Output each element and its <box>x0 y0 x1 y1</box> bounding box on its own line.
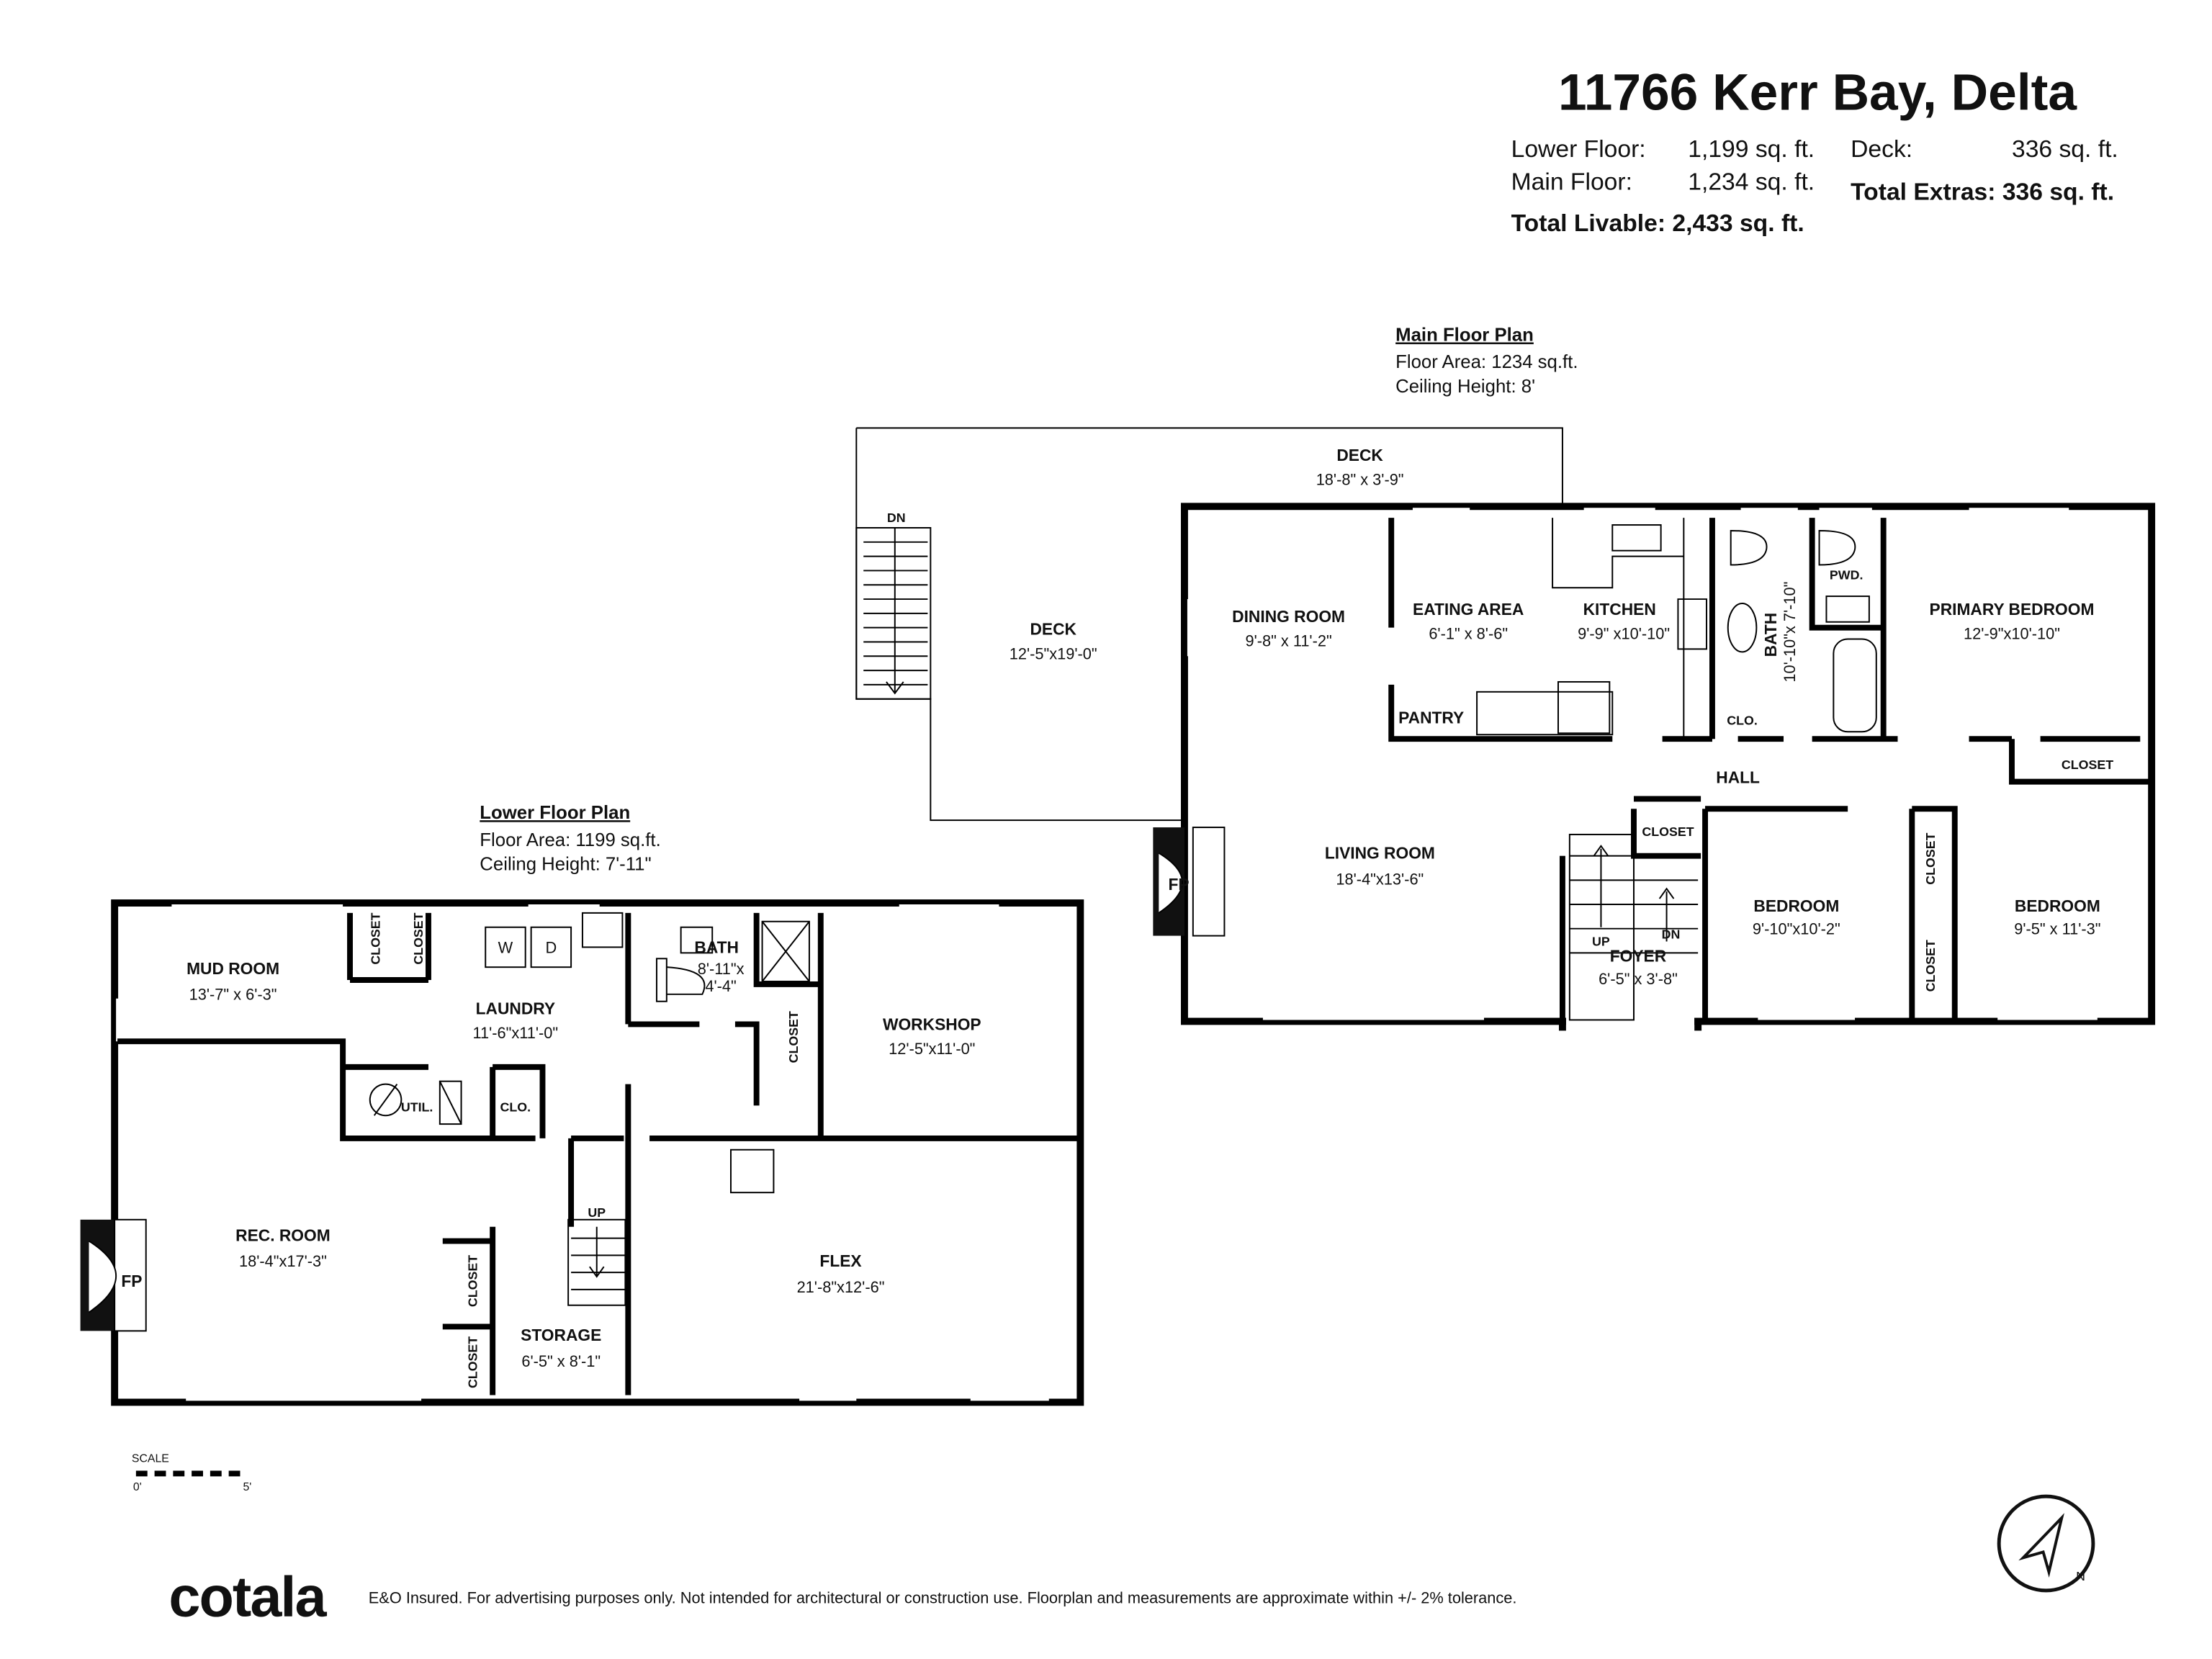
room-workshop-dims: 12'-5"x11'-0" <box>889 1040 975 1058</box>
main-exterior-wall <box>1181 503 2156 1025</box>
room-bedroom-1: BEDROOM <box>1753 896 1839 915</box>
compass-n: N <box>2076 1569 2085 1583</box>
room-foyer-dims: 6'-5" x 3'-8" <box>1599 970 1678 988</box>
room-bedroom-2-dims: 9'-5" x 11'-3" <box>2014 920 2100 938</box>
room-living: LIVING ROOM <box>1325 844 1435 863</box>
total-extras: Total Extras: 336 sq. ft. <box>1851 179 2114 205</box>
main-floor-value: 1,234 sq. ft. <box>1688 168 1815 195</box>
room-rec: REC. ROOM <box>235 1226 331 1245</box>
room-flex-dims: 21'-8"x12'-6" <box>797 1278 885 1296</box>
room-pantry: PANTRY <box>1398 708 1464 727</box>
room-deck-left-dims: 12'-5"x19'-0" <box>1010 644 1097 662</box>
room-mud: MUD ROOM <box>186 959 279 978</box>
lower-stair-up: UP <box>588 1205 606 1220</box>
stair-up-label: UP <box>1592 934 1610 948</box>
lower-floor-plan <box>80 899 1084 1406</box>
room-bedroom-2-closet: CLOSET <box>1923 940 1938 992</box>
compass-icon: N <box>1997 1494 2095 1593</box>
room-eating-dims: 6'-1" x 8'-6" <box>1429 625 1508 643</box>
room-primary-bedroom: PRIMARY BEDROOM <box>1930 600 2095 619</box>
lower-plan-ceiling: Ceiling Height: 7'-11" <box>480 854 651 874</box>
scale-end: 5' <box>243 1481 251 1493</box>
room-lower-closet-4: CLOSET <box>465 1336 480 1388</box>
deck-label: Deck: <box>1851 136 1912 163</box>
main-floor-label: Main Floor: <box>1511 168 1632 195</box>
scale-label: SCALE <box>132 1453 169 1465</box>
room-primary-bedroom-dims: 12'-9"x10'-10" <box>1964 625 2060 643</box>
washer-label: W <box>498 938 513 956</box>
total-livable: Total Livable: 2,433 sq. ft. <box>1511 210 1804 237</box>
room-rec-dims: 18'-4"x17'-3" <box>239 1252 327 1270</box>
lower-stairs <box>567 1218 626 1306</box>
lower-plan-floor-area: Floor Area: 1199 sq.ft. <box>480 830 660 850</box>
room-lower-closet-2: CLOSET <box>411 912 426 964</box>
room-deck-top-dims: 18'-8" x 3'-9" <box>1316 471 1404 489</box>
room-dining: DINING ROOM <box>1232 607 1345 626</box>
lower-floor-label: Lower Floor: <box>1511 136 1646 163</box>
main-fp-label: FP <box>1168 875 1189 894</box>
room-pwd: PWD. <box>1830 567 1863 582</box>
lower-room-labels: MUD ROOM 13'-7" x 6'-3" CLOSET CLOSET W … <box>121 912 981 1388</box>
main-plan-floor-area: Floor Area: 1234 sq.ft. <box>1395 352 1578 372</box>
main-stairs <box>1568 833 1699 1021</box>
room-primary-closet: CLOSET <box>2062 757 2113 772</box>
lower-plan-title: Lower Floor Plan <box>480 803 630 823</box>
room-laundry: LAUNDRY <box>476 999 555 1018</box>
room-foyer: FOYER <box>1610 946 1666 965</box>
brand-logo: cotala <box>168 1565 327 1629</box>
room-bedroom-1-closet: CLOSET <box>1923 832 1938 884</box>
room-storage: STORAGE <box>521 1326 601 1344</box>
stair-dn-label: DN <box>1662 927 1681 942</box>
main-plan-title-block: Main Floor Plan Floor Area: 1234 sq.ft. … <box>1395 325 1578 396</box>
room-deck-top: DECK <box>1336 446 1383 464</box>
room-lower-closet-1: CLOSET <box>369 912 383 964</box>
main-plan-ceiling: Ceiling Height: 8' <box>1395 377 1535 397</box>
room-workshop-closet: CLOSET <box>786 1011 801 1063</box>
scale-start: 0' <box>133 1481 142 1493</box>
address-title: 11766 Kerr Bay, Delta <box>1558 64 2077 122</box>
room-kitchen-dims: 9'-9" x10'-10" <box>1578 625 1670 643</box>
room-workshop: WORKSHOP <box>883 1015 981 1033</box>
deck-value: 336 sq. ft. <box>2012 136 2118 163</box>
room-dining-dims: 9'-8" x 11'-2" <box>1245 631 1331 649</box>
room-flex: FLEX <box>819 1251 861 1270</box>
deck-stairs <box>855 527 932 700</box>
footer: cotala E&O Insured. For advertising purp… <box>168 1565 1516 1629</box>
lower-floor-value: 1,199 sq. ft. <box>1688 136 1815 163</box>
room-laundry-dims: 11'-6"x11'-0" <box>473 1024 559 1042</box>
room-bedroom-2: BEDROOM <box>2015 896 2100 915</box>
room-living-dims: 18'-4"x13'-6" <box>1336 870 1424 888</box>
room-util: UTIL. <box>401 1100 433 1114</box>
room-lower-closet-3: CLOSET <box>465 1255 480 1307</box>
room-hall: HALL <box>1716 768 1760 787</box>
room-eating: EATING AREA <box>1413 600 1524 619</box>
header: 11766 Kerr Bay, Delta Lower Floor: 1,199… <box>1511 64 2118 237</box>
room-bedroom-1-dims: 9'-10"x10'-2" <box>1753 920 1840 938</box>
deck-stair-dn: DN <box>887 511 906 525</box>
dryer-label: D <box>545 938 557 956</box>
room-kitchen: KITCHEN <box>1583 600 1656 619</box>
main-room-labels: DECK 18'-8" x 3'-9" DECK 12'-5"x19'-0" D… <box>887 446 2113 992</box>
room-lower-bath-dims-1: 8'-11"x <box>698 960 745 978</box>
scale-bar: SCALE 0' 5' <box>132 1453 251 1494</box>
main-plan-title: Main Floor Plan <box>1395 325 1534 345</box>
lower-plan-title-block: Lower Floor Plan Floor Area: 1199 sq.ft.… <box>480 803 660 874</box>
main-floor-plan <box>855 427 2156 1031</box>
room-deck-left: DECK <box>1030 620 1076 639</box>
room-storage-dims: 6'-5" x 8'-1" <box>521 1352 601 1370</box>
lower-fp-label: FP <box>121 1272 142 1290</box>
disclaimer: E&O Insured. For advertising purposes on… <box>369 1589 1517 1607</box>
room-main-bath: BATH <box>1761 613 1780 657</box>
room-main-bath-dims: 10'-10"x 7'-10" <box>1781 582 1799 683</box>
room-lower-clo: CLO. <box>500 1100 531 1114</box>
room-foyer-closet: CLOSET <box>1642 824 1694 839</box>
room-lower-bath-dims-2: 4'-4" <box>705 977 736 995</box>
room-main-clo: CLO. <box>1727 713 1758 727</box>
room-mud-dims: 13'-7" x 6'-3" <box>189 986 277 1004</box>
room-lower-bath: BATH <box>694 938 739 956</box>
